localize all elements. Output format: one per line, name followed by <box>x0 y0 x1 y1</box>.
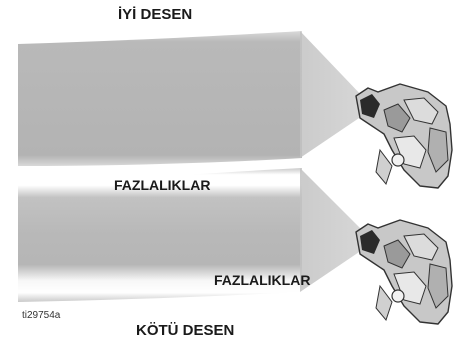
figure-id: ti29754a <box>22 310 61 321</box>
good-spray-fan <box>300 31 368 158</box>
good-spray-pattern <box>18 31 302 166</box>
excess-label-top: FAZLALIKLAR <box>114 177 211 193</box>
spray-gun-icon <box>355 219 453 325</box>
spray-gun-icon <box>355 83 453 189</box>
bad-spray-fan <box>300 168 368 292</box>
excess-label-bottom: FAZLALIKLAR <box>214 272 311 288</box>
good-pattern-title: İYİ DESEN <box>118 6 193 23</box>
bad-pattern-title: KÖTÜ DESEN <box>136 322 235 339</box>
bad-spray-pattern <box>18 168 302 302</box>
